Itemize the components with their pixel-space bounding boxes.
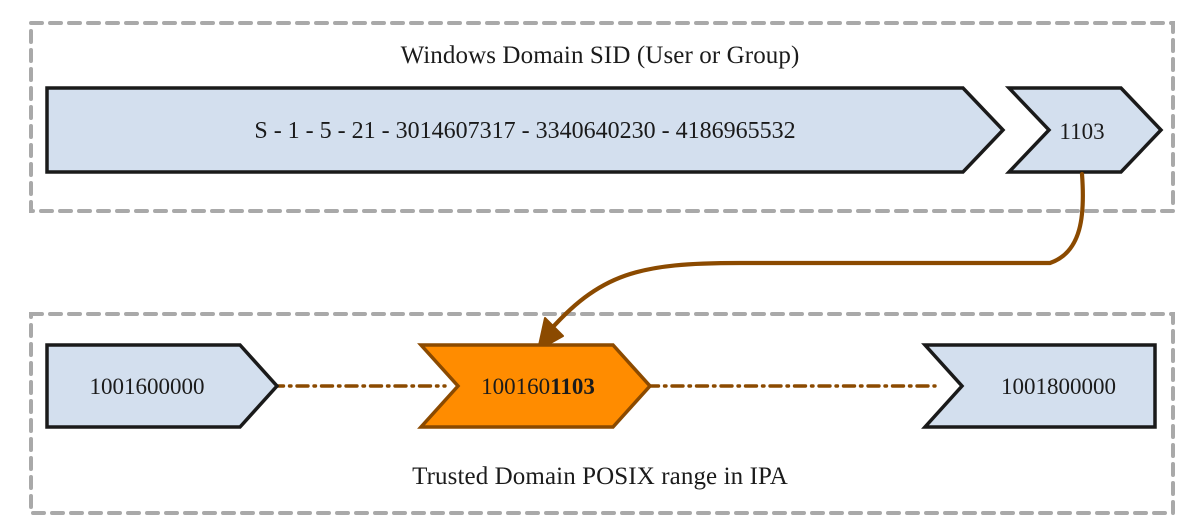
posix-range-start-box[interactable]: [45, 343, 280, 429]
sid-rid-box[interactable]: [1004, 86, 1164, 174]
posix-range-group-container: [29, 312, 1175, 515]
sid-prefix-box[interactable]: [45, 86, 1006, 174]
mapped-posix-id-box[interactable]: [417, 343, 653, 429]
rid-to-posix-id-arrow-path: [542, 171, 1086, 339]
windows-sid-group-container: [29, 21, 1175, 213]
posix-range-end-box[interactable]: [921, 343, 1157, 429]
rid-to-posix-id-arrowhead: [537, 317, 564, 351]
